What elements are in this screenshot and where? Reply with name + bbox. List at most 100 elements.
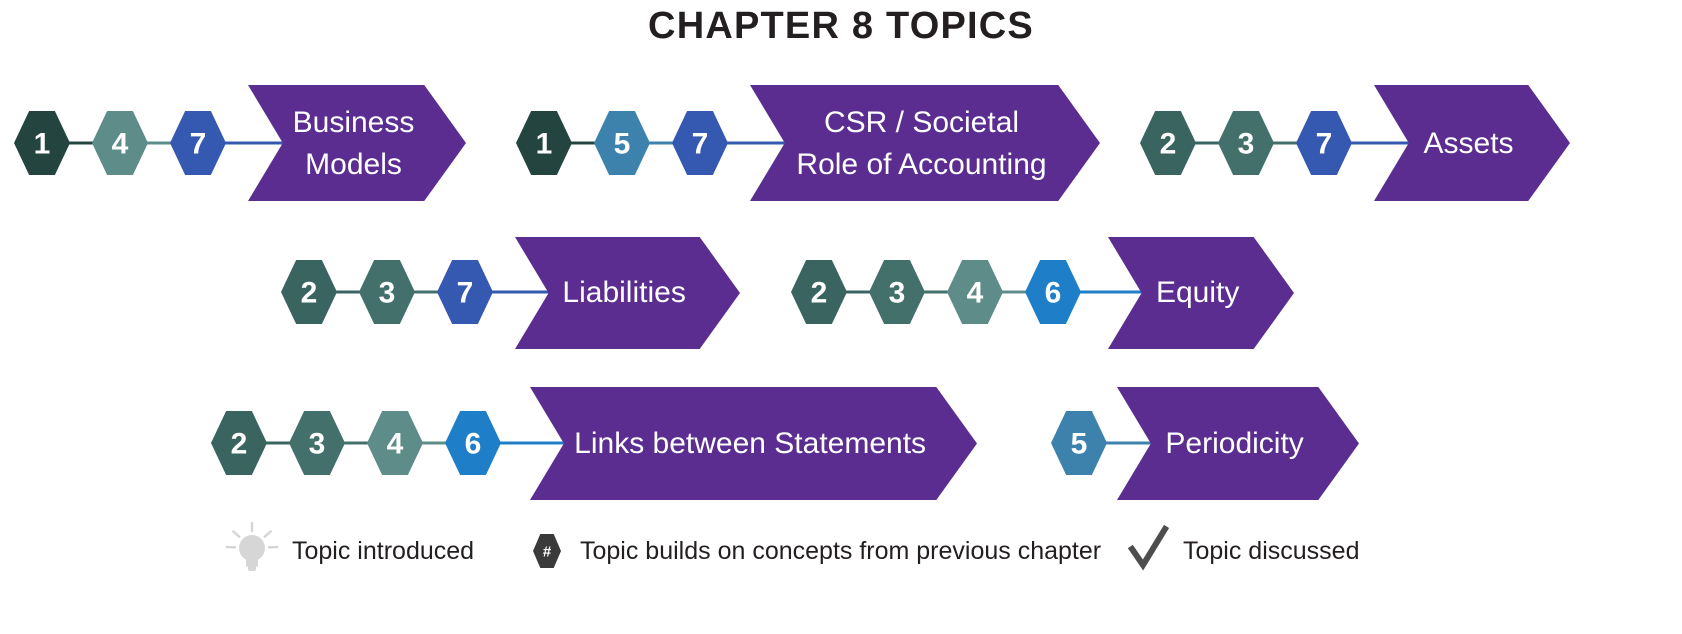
chapter-number: 3 [1238, 128, 1255, 161]
chapter-number: 4 [112, 128, 129, 161]
hexagon-shape [1051, 411, 1107, 475]
hexagon-shape [1218, 111, 1274, 175]
chain-equity: Equity 2 3 4 6 [791, 237, 1294, 349]
hexagon-shape [289, 411, 345, 475]
chapter-number: 2 [301, 277, 318, 310]
legend-label-topic-builds: Topic builds on concepts from previous c… [580, 537, 1101, 565]
hexagon-shape [281, 260, 337, 324]
hexagon-shape [92, 111, 148, 175]
chapter-number: 1 [34, 128, 51, 161]
chain-links-between-statements: Links between Statements 2 3 4 6 [211, 387, 977, 500]
topic-label-periodicity: Periodicity [1165, 427, 1303, 460]
hexagon-shape [791, 260, 847, 324]
chapter-number: 7 [1316, 128, 1333, 161]
chapter-number: 7 [190, 128, 207, 161]
chapter-number: 6 [1045, 277, 1062, 310]
hexagon-shape [170, 111, 226, 175]
chapter-hexagon-4[interactable]: 4 [92, 111, 148, 175]
chapter-hexagon-3[interactable]: 3 [1218, 111, 1274, 175]
chapter-hexagon-3[interactable]: 3 [359, 260, 415, 324]
legend-label-topic-introduced: Topic introduced [292, 537, 474, 565]
chapter-hexagon-6[interactable]: 6 [1025, 260, 1081, 324]
lightbulb-icon [225, 521, 279, 571]
chain-liabilities: Liabilities 2 3 7 [281, 237, 740, 349]
hash-hexagon-icon: # [533, 534, 561, 568]
chapter-hexagon-2[interactable]: 2 [211, 411, 267, 475]
hexagon-shape [672, 111, 728, 175]
topic-banner-equity[interactable] [1108, 237, 1294, 349]
topic-banner-csr-societal-role[interactable] [750, 85, 1100, 201]
hexagon-shape [367, 411, 423, 475]
bulb-ray [232, 530, 241, 538]
chapter-hexagon-7[interactable]: 7 [672, 111, 728, 175]
legend: Topic introduced # Topic builds on concept… [225, 521, 1359, 571]
checkmark-icon [1127, 524, 1170, 571]
hexagon-shape [533, 534, 561, 568]
topic-banner-liabilities[interactable] [515, 237, 740, 349]
topic-banner-business-models[interactable] [248, 85, 466, 201]
chapter-hexagon-7[interactable]: 7 [437, 260, 493, 324]
hexagon-shape [869, 260, 925, 324]
row-2: Liabilities 2 3 7 Equity 2 3 4 6 [281, 237, 1294, 349]
topic-label-links-between-statements: Links between Statements [574, 427, 926, 460]
topic-label-liabilities: Liabilities [562, 276, 685, 309]
hexagon-shape [14, 111, 70, 175]
chapter-hexagon-1[interactable]: 1 [516, 111, 572, 175]
chapter-number: 3 [889, 277, 906, 310]
hexagon-shape [437, 260, 493, 324]
chapter-hexagon-6[interactable]: 6 [445, 411, 501, 475]
bulb-base [246, 557, 258, 567]
chapter-hexagon-7[interactable]: 7 [170, 111, 226, 175]
chapter-hexagon-5[interactable]: 5 [594, 111, 650, 175]
hexagon-shape [211, 411, 267, 475]
chapter-hexagon-3[interactable]: 3 [289, 411, 345, 475]
chapter-number: 5 [614, 128, 631, 161]
hexagon-shape [1025, 260, 1081, 324]
chapter-hexagon-7[interactable]: 7 [1296, 111, 1352, 175]
hexagon-shape [1296, 111, 1352, 175]
chapter-number: 2 [811, 277, 828, 310]
topic-banner-periodicity[interactable] [1117, 387, 1359, 500]
chapter-hexagon-5[interactable]: 5 [1051, 411, 1107, 475]
chapter-hexagon-3[interactable]: 3 [869, 260, 925, 324]
row-3: Links between Statements 2 3 4 6 Periodicity 5 [211, 387, 1359, 500]
hexagon-shape [1140, 111, 1196, 175]
chapter-number: 2 [1160, 128, 1177, 161]
topic-banner-links-between-statements[interactable] [530, 387, 977, 500]
page-title: CHAPTER 8 TOPICS [648, 5, 1034, 47]
chapter-number: 4 [387, 428, 404, 461]
chapter-hexagon-2[interactable]: 2 [281, 260, 337, 324]
chapter-number: 7 [692, 128, 709, 161]
check-stroke [1127, 524, 1170, 571]
chapter-number: 1 [536, 128, 553, 161]
chain-assets: Assets 2 3 7 [1140, 85, 1570, 201]
chapter-number: 7 [457, 277, 474, 310]
chapter-number: 6 [465, 428, 482, 461]
chapter-hexagon-4[interactable]: 4 [947, 260, 1003, 324]
hexagon-shape [594, 111, 650, 175]
topic-label-assets: Assets [1424, 127, 1514, 160]
chain-periodicity: Periodicity 5 [1051, 387, 1359, 500]
chapter-number: 4 [967, 277, 984, 310]
chapter-hexagon-4[interactable]: 4 [367, 411, 423, 475]
chapter-number: 3 [379, 277, 396, 310]
topic-banner-assets[interactable] [1374, 85, 1570, 201]
chapter-number: 3 [309, 428, 326, 461]
legend-label-topic-discussed: Topic discussed [1183, 537, 1359, 565]
chapter-hexagon-2[interactable]: 2 [791, 260, 847, 324]
chapter-number: 5 [1071, 428, 1088, 461]
hexagon-shape [516, 111, 572, 175]
chapter-hexagon-1[interactable]: 1 [14, 111, 70, 175]
topic-label-equity: Equity [1156, 276, 1239, 309]
hash-symbol: # [543, 544, 552, 561]
bulb-ray [263, 530, 272, 538]
chapter-hexagon-2[interactable]: 2 [1140, 111, 1196, 175]
bulb-glass [239, 535, 265, 561]
bulb-screw [248, 566, 256, 571]
